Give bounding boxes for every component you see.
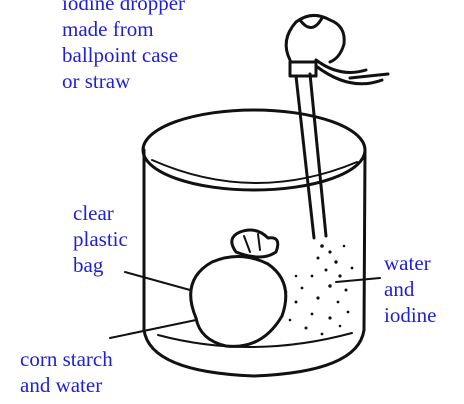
label-line: water: [384, 250, 437, 276]
hand-knuckle: [300, 18, 322, 28]
label-line: iodine dropper: [62, 0, 185, 16]
label-line: or straw: [62, 68, 185, 94]
hand-with-dropper: [286, 15, 388, 238]
plastic-bag: [191, 230, 286, 346]
water-leader-line: [336, 278, 380, 282]
label-line: clear: [73, 200, 128, 226]
label-line: bag: [73, 252, 128, 278]
water-surface-line: [158, 333, 352, 347]
label-line: plastic: [73, 226, 128, 252]
jar-rim-outer: [143, 110, 365, 190]
bag-twist-top: [232, 230, 278, 257]
label-line: iodine: [384, 302, 437, 328]
label-line: and water: [20, 372, 113, 398]
label-line: corn starch: [20, 346, 113, 372]
iodine-droplets: [285, 244, 354, 335]
label-water-and-iodine: water and iodine: [384, 250, 437, 328]
label-line: made from: [62, 16, 185, 42]
bag-leader-line: [125, 272, 190, 290]
cornstarch-leader-line: [110, 320, 196, 338]
hand-wrist: [316, 60, 388, 84]
label-line: and: [384, 276, 437, 302]
label-corn-starch-and-water: corn starch and water: [20, 346, 113, 398]
glass-jar: [143, 110, 365, 376]
hand-fingers: [286, 15, 344, 62]
label-clear-plastic-bag: clear plastic bag: [73, 200, 128, 278]
label-line: ballpoint case: [62, 42, 185, 68]
bag-twist-folds: [244, 234, 260, 252]
label-iodine-dropper: iodine dropper made from ballpoint case …: [62, 0, 185, 94]
jar-right-wall: [364, 150, 365, 330]
dropper-bulb: [290, 62, 316, 76]
jar-base: [144, 330, 364, 376]
bag-body: [191, 256, 286, 346]
dropper-tube: [296, 74, 326, 238]
